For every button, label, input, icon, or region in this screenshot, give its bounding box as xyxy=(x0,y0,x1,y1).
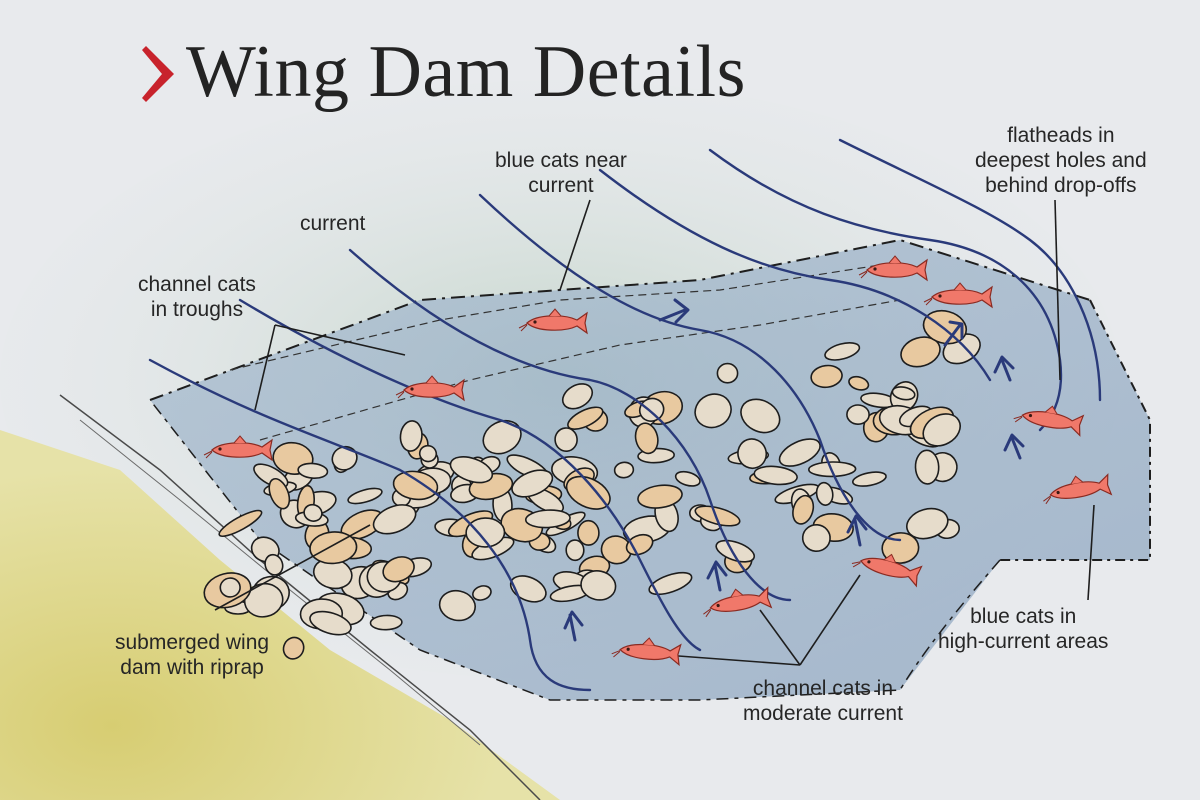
rock xyxy=(567,406,604,430)
rock xyxy=(465,517,506,548)
rock xyxy=(922,309,968,345)
rock xyxy=(906,507,949,540)
rock xyxy=(694,393,732,429)
rock xyxy=(613,461,635,479)
rock xyxy=(511,469,554,498)
rock xyxy=(382,556,415,583)
riprap-rocks xyxy=(203,309,981,660)
rock xyxy=(372,504,417,535)
leader-lines xyxy=(214,199,1095,666)
rock xyxy=(851,471,887,487)
rock xyxy=(347,487,383,505)
rock xyxy=(580,570,617,601)
rock xyxy=(282,636,305,660)
rock xyxy=(625,533,654,556)
rock xyxy=(565,539,585,562)
diagram-title: Wing Dam Details xyxy=(186,31,746,113)
rock xyxy=(638,397,665,422)
rock xyxy=(914,449,940,485)
label-submerged-wing-dam: submerged wing dam with riprap xyxy=(115,631,270,679)
rock xyxy=(634,422,659,455)
label-flatheads: flatheads in deepest holes and behind dr… xyxy=(975,124,1147,197)
catfish xyxy=(858,255,928,282)
rock xyxy=(637,484,683,509)
rock xyxy=(848,375,870,391)
rock xyxy=(792,494,815,525)
rock xyxy=(268,477,291,510)
rock xyxy=(810,364,843,389)
label-channel-cats-troughs: channel cats in troughs xyxy=(138,273,256,321)
current-lines xyxy=(148,138,1102,692)
catfish xyxy=(611,637,682,667)
rock xyxy=(297,462,329,479)
rock xyxy=(815,481,834,506)
catfish xyxy=(703,586,773,618)
catfish xyxy=(851,553,923,588)
rock xyxy=(554,427,578,452)
label-blue-cats-high-current: blue cats in high-current areas xyxy=(938,605,1109,653)
rock xyxy=(716,362,739,384)
catfish xyxy=(395,375,465,402)
rock xyxy=(449,456,494,484)
rock xyxy=(778,438,821,467)
riverbank xyxy=(0,430,560,800)
rock xyxy=(219,577,241,598)
rock xyxy=(753,465,798,486)
rock xyxy=(218,509,263,538)
rock xyxy=(900,336,941,368)
rock xyxy=(309,610,352,636)
label-blue-cats-near-current: blue cats near current xyxy=(495,149,627,197)
rock xyxy=(824,342,861,361)
rock xyxy=(577,519,600,546)
rock xyxy=(392,470,439,501)
rock xyxy=(648,571,693,596)
catfish xyxy=(203,435,273,462)
catfish xyxy=(518,308,588,335)
rock xyxy=(922,413,961,447)
label-channel-cats-moderate-current: channel cats in moderate current xyxy=(743,677,903,725)
rock xyxy=(418,444,438,463)
rock xyxy=(737,438,768,470)
rock xyxy=(891,386,916,401)
rock xyxy=(740,398,781,434)
rock xyxy=(303,503,323,522)
rock xyxy=(801,523,831,553)
rock xyxy=(694,505,741,527)
rock xyxy=(524,509,571,529)
title-chevron-icon xyxy=(142,46,174,102)
rock xyxy=(472,585,492,601)
rock xyxy=(309,531,358,565)
catfish xyxy=(1043,473,1113,505)
rock xyxy=(674,470,701,487)
rock xyxy=(846,404,870,426)
catfish xyxy=(1013,405,1085,437)
rock xyxy=(561,383,594,410)
rock xyxy=(715,539,756,563)
rock xyxy=(264,553,284,576)
catfish xyxy=(923,282,993,309)
label-current: current xyxy=(300,212,366,235)
rock xyxy=(369,614,403,631)
rock xyxy=(438,589,476,622)
eddy-arrows xyxy=(563,298,1025,642)
catfish-group xyxy=(203,255,1113,667)
rock xyxy=(399,420,423,452)
rock xyxy=(565,475,611,510)
